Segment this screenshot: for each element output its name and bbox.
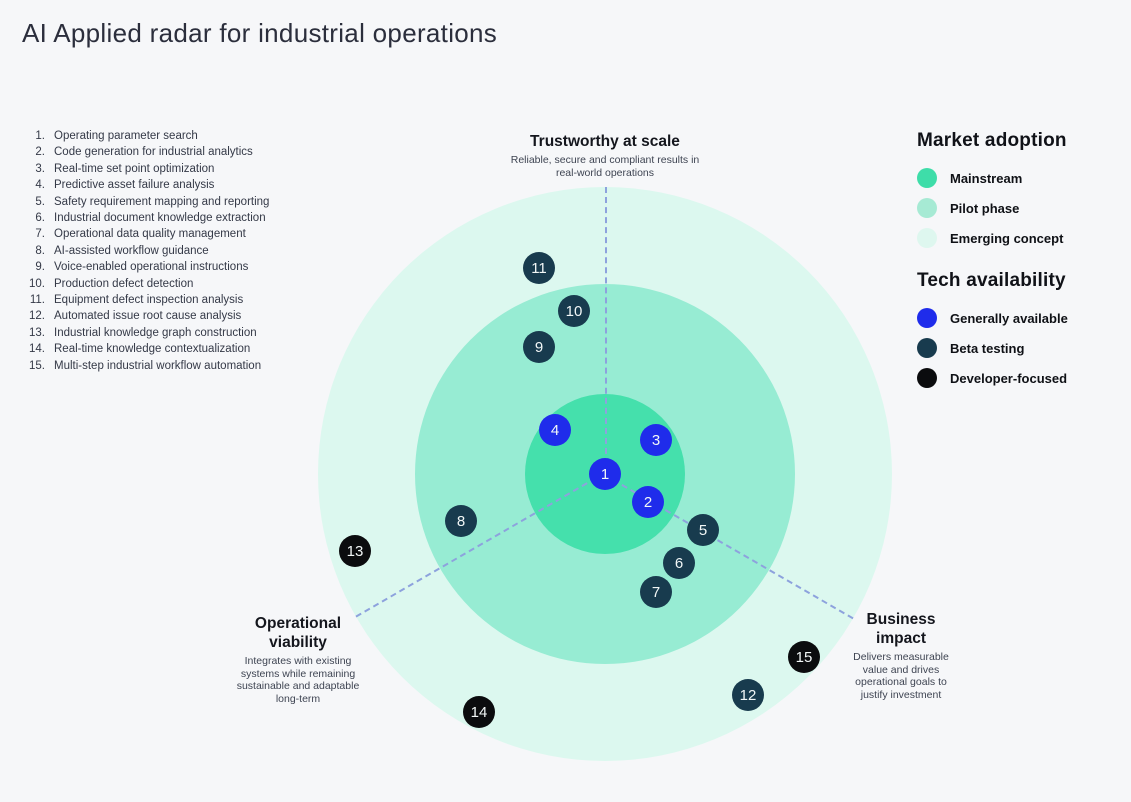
radar-dot-6: 6 xyxy=(663,547,695,579)
radar-dot-11: 11 xyxy=(523,252,555,284)
radar-dot-7: 7 xyxy=(640,576,672,608)
feature-number: 10. xyxy=(29,277,45,290)
feature-number: 15. xyxy=(29,359,45,372)
feature-list-item-14: 14. Real-time knowledge contextualization xyxy=(25,341,269,357)
feature-number: 8. xyxy=(35,244,45,257)
axis-left-title: Operational viability xyxy=(254,615,342,651)
feature-list-item-3: 3. Real-time set point optimization xyxy=(25,161,269,177)
feature-label: Real-time knowledge contextualization xyxy=(54,343,251,356)
generally-available-swatch-icon xyxy=(917,308,937,328)
feature-label: Voice-enabled operational instructions xyxy=(54,261,249,274)
legend-item-pilot-phase: Pilot phase xyxy=(917,198,1068,218)
feature-label: Industrial document knowledge extraction xyxy=(54,212,266,225)
page-title: AI Applied radar for industrial operatio… xyxy=(22,18,498,48)
legend-item-developer-focused: Developer-focused xyxy=(917,368,1068,388)
radar-dot-3: 3 xyxy=(640,424,672,456)
feature-label: AI-assisted workflow guidance xyxy=(54,244,209,257)
axis-top-title: Trustworthy at scale xyxy=(530,133,680,150)
radar-dot-1: 1 xyxy=(589,458,621,490)
feature-list-item-6: 6. Industrial document knowledge extracti… xyxy=(25,210,269,226)
feature-number: 1. xyxy=(35,130,45,142)
axis-right-caption: Delivers measurable value and drives ope… xyxy=(853,651,949,701)
feature-list-item-2: 2. Code generation for industrial analyti… xyxy=(25,144,269,160)
feature-list-item-5: 5. Safety requirement mapping and reporti… xyxy=(25,194,269,210)
feature-list: 1. Operating parameter search 2. Code gener… xyxy=(25,128,269,374)
feature-list-item-8: 8. AI-assisted workflow guidance xyxy=(25,243,269,259)
legend-label-emerging-concept: Emerging concept xyxy=(950,230,1064,246)
radar-dot-15: 15 xyxy=(788,641,820,673)
feature-number: 6. xyxy=(35,212,45,225)
legend-label-generally-available: Generally available xyxy=(950,310,1068,326)
radar-dot-9: 9 xyxy=(523,331,555,363)
feature-list-item-4: 4. Predictive asset failure analysis xyxy=(25,177,269,193)
radar-dot-13: 13 xyxy=(339,535,371,567)
axis-top-caption: Reliable, secure and compliant results i… xyxy=(510,154,700,179)
radar-dot-8: 8 xyxy=(445,505,477,537)
emerging-concept-swatch-icon xyxy=(917,228,937,248)
feature-label: Code generation for industrial analytics xyxy=(54,146,253,159)
feature-number: 2. xyxy=(35,146,45,159)
axis-trustworthy-at-scale: Trustworthy at scale Reliable, secure an… xyxy=(485,132,725,179)
legend-item-mainstream: Mainstream xyxy=(917,168,1068,188)
feature-label: Multi-step industrial workflow automatio… xyxy=(54,359,262,372)
feature-list-item-9: 9. Voice-enabled operational instructions xyxy=(25,259,269,275)
feature-list-item-11: 11. Equipment defect inspection analysis xyxy=(25,292,269,308)
legend-item-emerging-concept: Emerging concept xyxy=(917,228,1068,248)
feature-list-item-12: 12. Automated issue root cause analysis xyxy=(25,308,269,324)
radar-dot-12: 12 xyxy=(732,679,764,711)
feature-label: Real-time set point optimization xyxy=(54,162,215,175)
legend-label-mainstream: Mainstream xyxy=(950,170,1023,186)
feature-number: 7. xyxy=(35,228,45,241)
feature-list-item-13: 13. Industrial knowledge graph constructi… xyxy=(25,325,269,341)
feature-number: 13. xyxy=(29,326,45,339)
feature-label: Automated issue root cause analysis xyxy=(54,310,242,323)
legend-item-generally-available: Generally available xyxy=(917,308,1068,328)
legend-label-beta-testing: Beta testing xyxy=(950,340,1025,356)
feature-label: Industrial knowledge graph construction xyxy=(54,326,257,339)
radar-dot-14: 14 xyxy=(463,696,495,728)
beta-testing-swatch-icon xyxy=(917,338,937,358)
feature-list-item-1: 1. Operating parameter search xyxy=(25,128,269,144)
axis-business-impact: Business impact Delivers measurable valu… xyxy=(836,610,966,701)
legend-item-beta-testing: Beta testing xyxy=(917,338,1068,358)
axis-operational-viability: Operational viability Integrates with ex… xyxy=(228,614,368,705)
axis-right-title: Business impact xyxy=(866,611,936,647)
developer-focused-swatch-icon xyxy=(917,368,937,388)
feature-number: 3. xyxy=(35,162,45,175)
legend-label-pilot-phase: Pilot phase xyxy=(950,200,1020,216)
feature-number: 9. xyxy=(35,261,45,274)
feature-number: 5. xyxy=(35,195,45,208)
feature-label: Operational data quality management xyxy=(54,228,246,241)
feature-label: Predictive asset failure analysis xyxy=(54,179,215,192)
feature-number: 14. xyxy=(29,343,45,356)
feature-list-item-7: 7. Operational data quality management xyxy=(25,226,269,242)
radar-dot-10: 10 xyxy=(558,295,590,327)
feature-list-item-15: 15. Multi-step industrial workflow automa… xyxy=(25,358,269,374)
legend-panel: Market adoption Mainstream Pilot phase E… xyxy=(917,130,1068,398)
axis-left-caption: Integrates with existing systems while r… xyxy=(236,655,360,705)
mainstream-swatch-icon xyxy=(917,168,937,188)
feature-label: Operating parameter search xyxy=(54,130,198,142)
feature-number: 11. xyxy=(29,294,45,307)
radar-dot-2: 2 xyxy=(632,486,664,518)
radar-dot-5: 5 xyxy=(687,514,719,546)
legend-tech-availability-title: Tech availability xyxy=(917,270,1066,291)
feature-number: 4. xyxy=(35,179,45,192)
feature-label: Production defect detection xyxy=(54,277,194,290)
feature-number: 12. xyxy=(29,310,45,323)
radar-dot-4: 4 xyxy=(539,414,571,446)
feature-label: Safety requirement mapping and reporting xyxy=(54,195,270,208)
feature-label: Equipment defect inspection analysis xyxy=(54,294,244,307)
legend-label-developer-focused: Developer-focused xyxy=(950,370,1068,386)
pilot-phase-swatch-icon xyxy=(917,198,937,218)
legend-market-adoption-title: Market adoption xyxy=(917,130,1067,151)
feature-list-item-10: 10. Production defect detection xyxy=(25,276,269,292)
